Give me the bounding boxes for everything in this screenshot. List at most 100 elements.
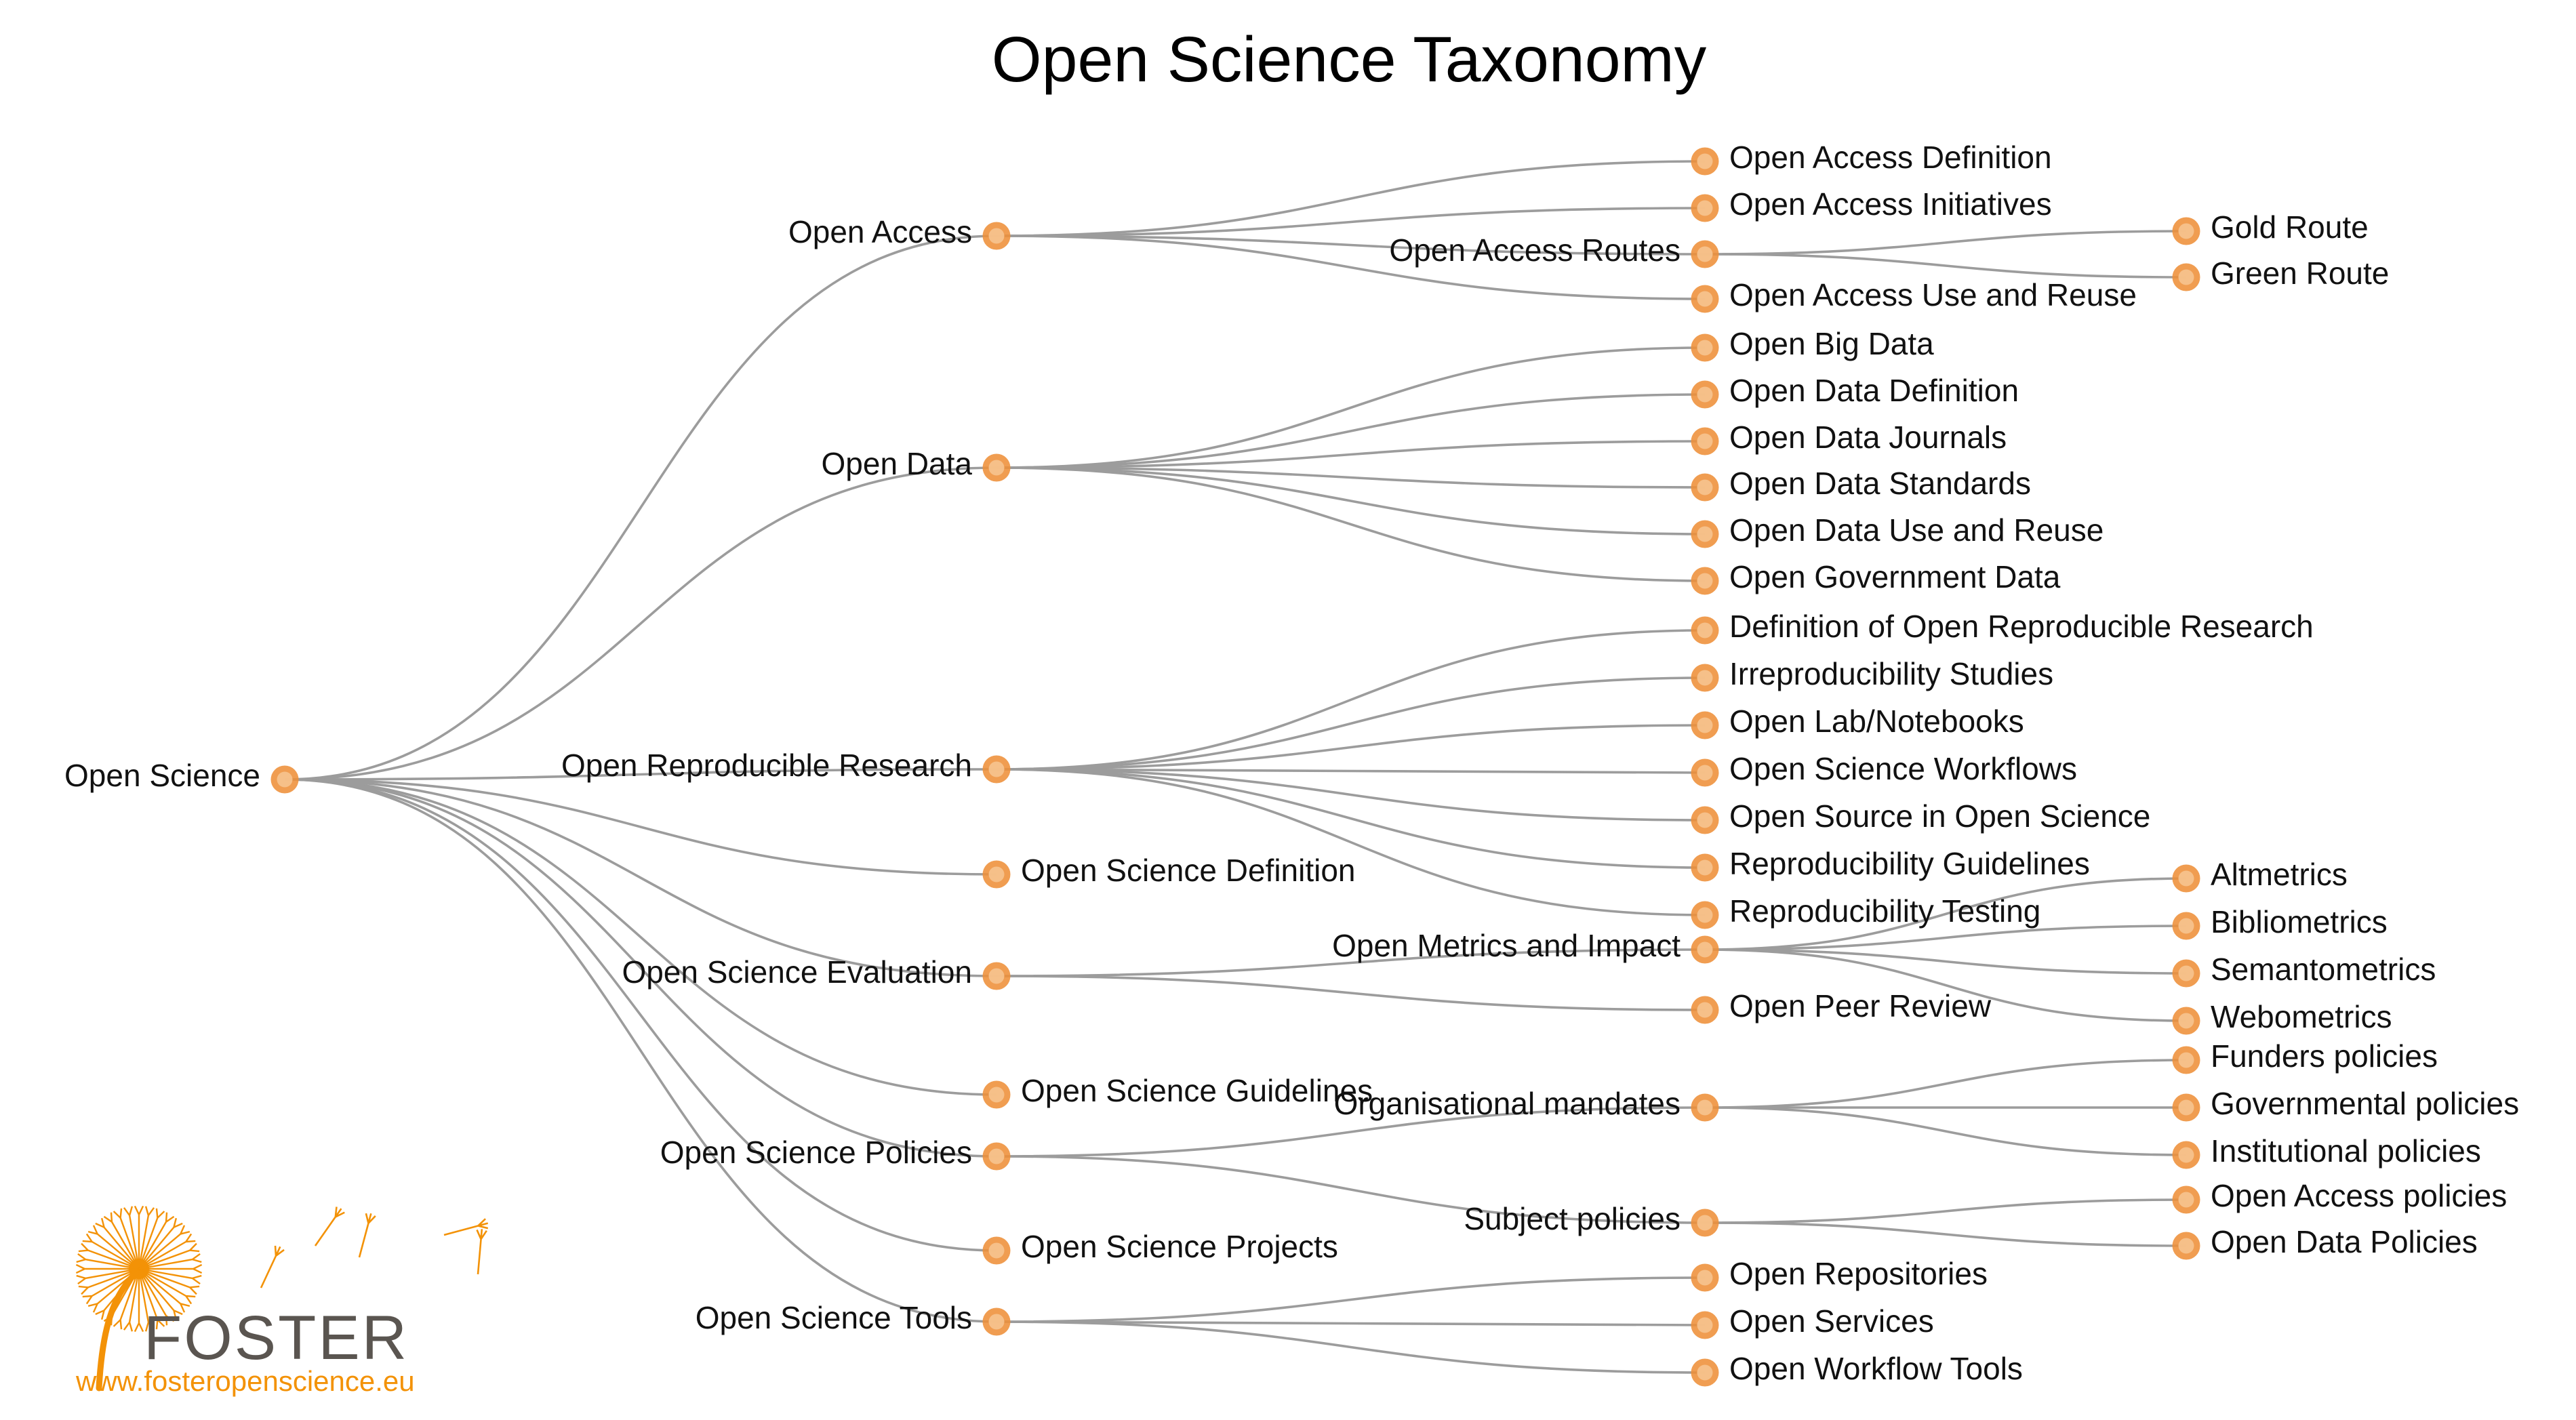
- node-label: Open Peer Review: [1729, 988, 1992, 1023]
- tree-link: [996, 676, 1706, 771]
- tree-link: [1704, 1198, 2187, 1224]
- dandelion-ray: [134, 1269, 144, 1333]
- node-label: Governmental policies: [2211, 1086, 2519, 1121]
- tree-link: [996, 1155, 1706, 1224]
- tree-link: [284, 768, 997, 781]
- tree-node-open-access-initiatives[interactable]: Open Access Initiatives: [1691, 186, 2052, 222]
- node-label: Open Big Data: [1729, 326, 1934, 361]
- dandelion-seed: [476, 1229, 487, 1275]
- node-label: Open Lab/Notebooks: [1729, 704, 2024, 739]
- node-inner-circle: [1697, 386, 1713, 403]
- tree-link: [996, 1320, 1706, 1374]
- tree-link: [996, 724, 1706, 771]
- dandelion-ray: [78, 1267, 140, 1295]
- tree-node-altmetrics[interactable]: Altmetrics: [2172, 857, 2348, 893]
- tree-node-gold-route[interactable]: Gold Route: [2172, 209, 2369, 245]
- node-inner-circle: [1697, 291, 1713, 307]
- tree-node-open-data-definition[interactable]: Open Data Definition: [1691, 373, 2019, 409]
- tree-link: [996, 440, 1706, 469]
- node-label: Semantometrics: [2211, 952, 2436, 987]
- node-inner-circle: [988, 1148, 1005, 1164]
- tree-node-reproducibility-guidelines[interactable]: Reproducibility Guidelines: [1691, 846, 2090, 882]
- node-label: Open Access: [788, 214, 972, 249]
- node-label: Open Science Definition: [1021, 853, 1356, 888]
- tree-node-open-access-definition[interactable]: Open Access Definition: [1691, 140, 2052, 176]
- tree-node-governmental-policies[interactable]: Governmental policies: [2172, 1086, 2520, 1122]
- foster-logo: FOSTER www.fosteropenscience.eu: [75, 1205, 489, 1397]
- tree-node-open-data-policies[interactable]: Open Data Policies: [2172, 1224, 2478, 1260]
- tree-node-open-peer-review[interactable]: Open Peer Review: [1691, 988, 1992, 1024]
- dandelion-ray: [76, 1253, 140, 1270]
- node-label: Open Science Policies: [660, 1135, 972, 1170]
- node-inner-circle: [988, 228, 1005, 244]
- tree-node-open-access-policies[interactable]: Open Access policies: [2172, 1178, 2508, 1214]
- tree-node-open-government-data[interactable]: Open Government Data: [1691, 559, 2061, 595]
- tree-node-open-repositories[interactable]: Open Repositories: [1691, 1256, 1988, 1292]
- tree-node-open-science-guidelines[interactable]: Open Science Guidelines: [982, 1073, 1373, 1109]
- tree-node-open-science-definition[interactable]: Open Science Definition: [982, 853, 1356, 889]
- node-inner-circle: [1697, 1099, 1713, 1116]
- tree-node-open-source-in-open-science[interactable]: Open Source in Open Science: [1691, 798, 2151, 834]
- node-inner-circle: [1697, 1002, 1713, 1018]
- tree-node-open-big-data[interactable]: Open Big Data: [1691, 326, 1935, 362]
- node-inner-circle: [1697, 859, 1713, 876]
- tree-node-open-science-evaluation[interactable]: Open Science Evaluation: [622, 954, 1011, 990]
- tree-node-open-metrics-and-impact[interactable]: Open Metrics and Impact: [1332, 928, 1719, 964]
- tree-node-open-workflow-tools[interactable]: Open Workflow Tools: [1691, 1351, 2023, 1387]
- node-label: Open Science Tools: [696, 1300, 972, 1335]
- tree-node-green-route[interactable]: Green Route: [2172, 256, 2390, 291]
- tree-node-open-data-standards[interactable]: Open Data Standards: [1691, 466, 2031, 502]
- tree-node-webometrics[interactable]: Webometrics: [2172, 999, 2392, 1035]
- dandelion-ray: [138, 1267, 196, 1305]
- node-inner-circle: [1697, 479, 1713, 495]
- node-inner-circle: [1697, 941, 1713, 958]
- dandelion-ray: [138, 1267, 202, 1285]
- node-inner-circle: [988, 1242, 1005, 1259]
- tree-link: [996, 466, 1706, 489]
- tree-node-open-science-policies[interactable]: Open Science Policies: [660, 1135, 1011, 1171]
- tree-node-open-data[interactable]: Open Data: [822, 446, 1011, 482]
- tree-node-institutional-policies[interactable]: Institutional policies: [2172, 1133, 2481, 1169]
- tree-node-definition-of-open-reproducible-research[interactable]: Definition of Open Reproducible Research: [1691, 609, 2314, 645]
- tree-node-subject-policies[interactable]: Subject policies: [1464, 1201, 1719, 1237]
- dandelion-ray: [139, 1263, 203, 1274]
- dandelion-ray: [138, 1242, 200, 1270]
- dandelion-ray: [78, 1242, 140, 1270]
- tree-node-open-access[interactable]: Open Access: [788, 214, 1011, 250]
- tree-node-open-science[interactable]: Open Science: [64, 758, 299, 794]
- tree-node-irreproducibility-studies[interactable]: Irreproducibility Studies: [1691, 656, 2054, 692]
- tree-node-open-science-tools[interactable]: Open Science Tools: [696, 1300, 1011, 1336]
- dandelion-ray: [87, 1225, 140, 1270]
- tree-node-open-access-routes[interactable]: Open Access Routes: [1389, 232, 1719, 268]
- node-inner-circle: [1697, 670, 1713, 686]
- node-label: Open Metrics and Impact: [1332, 928, 1681, 963]
- dandelion-ray: [138, 1225, 190, 1270]
- tree-node-open-reproducible-research[interactable]: Open Reproducible Research: [561, 748, 1011, 784]
- tree-node-open-lab-notebooks[interactable]: Open Lab/Notebooks: [1691, 704, 2024, 739]
- tree-node-organisational-mandates[interactable]: Organisational mandates: [1334, 1086, 1719, 1122]
- tree-node-open-science-workflows[interactable]: Open Science Workflows: [1691, 751, 2078, 787]
- tree-node-open-services[interactable]: Open Services: [1691, 1303, 1934, 1339]
- dandelion-ray: [138, 1268, 190, 1313]
- dandelion-ray: [82, 1233, 140, 1270]
- dandelion-ray: [95, 1268, 140, 1320]
- tree-node-reproducibility-testing[interactable]: Reproducibility Testing: [1691, 893, 2041, 929]
- tree-link: [284, 466, 997, 781]
- page-title: Open Science Taxonomy: [992, 24, 1707, 96]
- tree-node-open-data-journals[interactable]: Open Data Journals: [1691, 420, 2007, 455]
- node-inner-circle: [2178, 1013, 2194, 1029]
- tree-node-bibliometrics[interactable]: Bibliometrics: [2172, 904, 2388, 940]
- tree-node-open-data-use-and-reuse[interactable]: Open Data Use and Reuse: [1691, 512, 2104, 548]
- node-label: Open Science: [64, 758, 260, 793]
- tree-link: [996, 768, 1706, 821]
- tree-node-semantometrics[interactable]: Semantometrics: [2172, 952, 2436, 988]
- tree-node-open-access-use-and-reuse[interactable]: Open Access Use and Reuse: [1691, 277, 2137, 313]
- tree-node-funders-policies[interactable]: Funders policies: [2172, 1038, 2438, 1074]
- dandelion-ray: [113, 1268, 140, 1330]
- tree-link: [996, 768, 1706, 774]
- node-label: Open Access Definition: [1729, 140, 2052, 175]
- node-inner-circle: [1697, 526, 1713, 542]
- tree-node-open-science-projects[interactable]: Open Science Projects: [982, 1229, 1338, 1265]
- node-inner-circle: [1697, 153, 1713, 169]
